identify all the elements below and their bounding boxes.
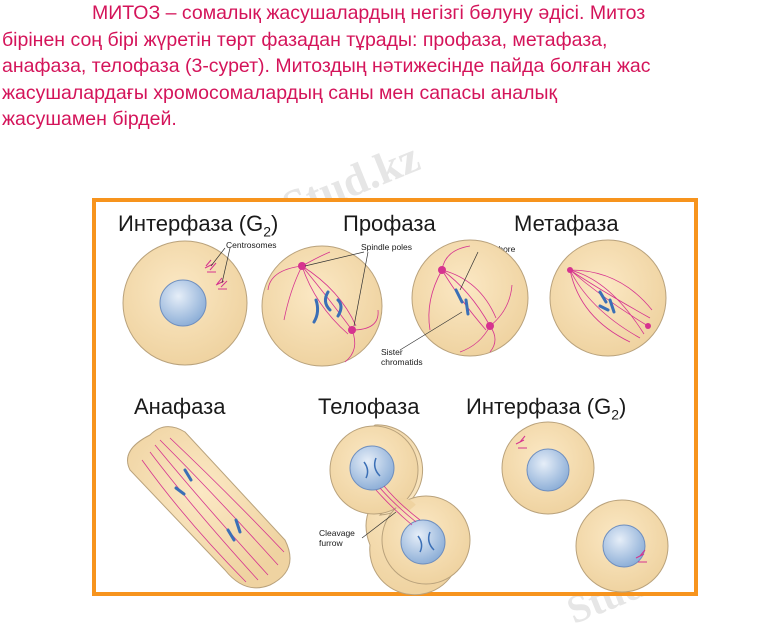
cell-anaphase [127,426,291,589]
label-spindle-poles: Spindle poles [361,242,413,252]
phase-title-metaphase: Метафаза [514,211,619,236]
phase-title-anaphase: Анафаза [134,394,226,419]
phase-title-telophase: Телофаза [318,394,420,419]
phase-title-interphase-bottom: Интерфаза (G2) [466,394,627,423]
cell-interphase-top [122,240,248,366]
paragraph-line-1: МИТОЗ – сомалық жасушалардың негізгі бөл… [92,2,646,24]
label-centrosomes: Centrosomes [226,240,277,250]
cell-metaphase [549,239,667,357]
cell-prophase [261,245,383,367]
cell-telophase [329,424,471,596]
paragraph-line-5: жасушамен бірдей. [2,108,177,130]
paragraph-line-4: жасушалардағы хромосомалардың саны мен с… [2,81,558,104]
paragraph-line-2: бірінен соң бірі жүретін төрт фазадан тұ… [2,28,608,51]
phase-title-prophase: Профаза [343,211,436,236]
cell-prometaphase [399,239,529,357]
mitosis-diagram [122,239,669,596]
intro-paragraph: МИТОЗ – сомалық жасушалардың негізгі бөл… [2,0,777,133]
paragraph-line-3: анафаза, телофаза (3-сурет). Митоздың нә… [2,55,651,77]
cell-interphase-daughters [501,421,669,593]
phase-title-interphase-top: Интерфаза (G2) [118,211,279,240]
